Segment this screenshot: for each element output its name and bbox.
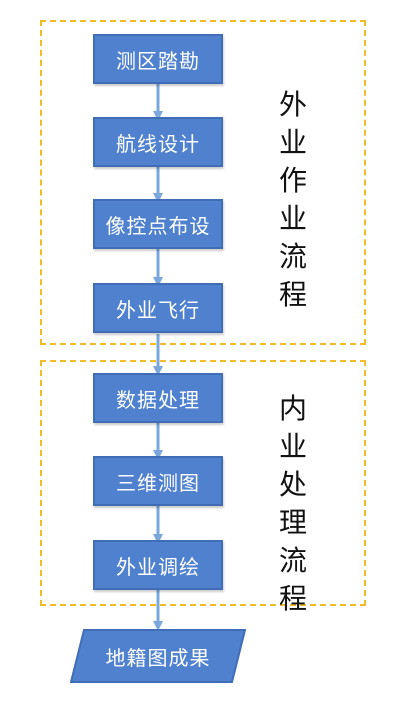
step-control-point-layout: 像控点布设 xyxy=(93,199,223,249)
step-label: 外业飞行 xyxy=(116,297,200,322)
result-label: 地籍图成果 xyxy=(105,645,211,670)
step-3d-mapping: 三维测图 xyxy=(93,456,223,506)
step-survey-area-reconnaissance: 测区踏勘 xyxy=(93,34,223,84)
result-parallelogram xyxy=(70,629,246,683)
step-label: 测区踏勘 xyxy=(116,48,200,73)
step-label: 三维测图 xyxy=(116,470,200,495)
step-field-flight: 外业飞行 xyxy=(93,283,223,333)
step-field-annotation: 外业调绘 xyxy=(93,540,223,590)
step-label: 外业调绘 xyxy=(116,554,200,579)
step-label: 数据处理 xyxy=(116,387,200,412)
step-label: 航线设计 xyxy=(116,131,200,156)
step-flight-route-design: 航线设计 xyxy=(93,117,223,167)
office-group-label: 内业处理流程 xyxy=(278,392,307,615)
field-group-label: 外业作业流程 xyxy=(278,88,307,311)
office-work-frame xyxy=(40,360,366,606)
field-work-frame xyxy=(40,20,366,345)
result-box: 地籍图成果 xyxy=(70,629,246,683)
step-label: 像控点布设 xyxy=(105,213,211,238)
step-data-processing: 数据处理 xyxy=(93,373,223,423)
